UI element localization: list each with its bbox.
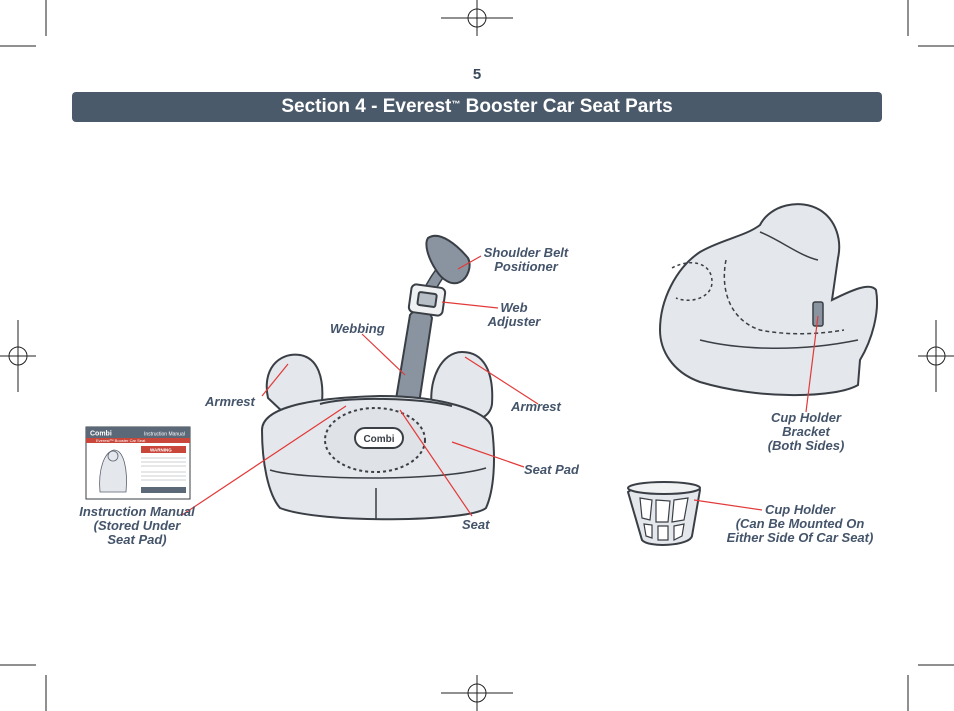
manual-warning: WARNING [150,448,172,453]
label-armrest-right: Armrest [511,399,561,414]
manual-subtitle: Everest™ Booster Car Seat [96,438,146,443]
label-webbing: Webbing [330,321,385,336]
combi-logo: Combi [363,434,394,445]
label-web-adjuster: Web Adjuster [487,300,541,329]
label-shoulder-belt-positioner: Shoulder Belt Positioner [483,245,569,274]
label-seat-pad: Seat Pad [524,462,579,477]
booster-side-illustration [658,203,878,397]
page-number: 5 [472,66,482,83]
section-title-suffix: Booster Car Seat Parts [460,96,673,117]
section-title-banner: Section 4 - Everest™ Booster Car Seat Pa… [72,92,882,122]
manual-logo: Combi [90,431,112,438]
label-cup-holder: Cup Holder (Can Be Mounted On Either Sid… [726,502,874,545]
trademark-symbol: ™ [451,99,461,109]
leader-lines [181,255,819,517]
instruction-manual-illustration [85,426,191,500]
label-seat: Seat [462,517,490,532]
manual-header: Instruction Manual [144,432,185,438]
label-armrest-left: Armrest [205,394,255,409]
label-instruction-manual: Instruction Manual (Stored Under Seat Pa… [79,504,195,547]
label-cup-holder-bracket: Cup Holder Bracket (Both Sides) [767,410,845,453]
section-title: Section 4 - Everest [281,96,452,117]
cup-holder-illustration [626,481,702,546]
booster-seat-illustration [260,235,495,521]
